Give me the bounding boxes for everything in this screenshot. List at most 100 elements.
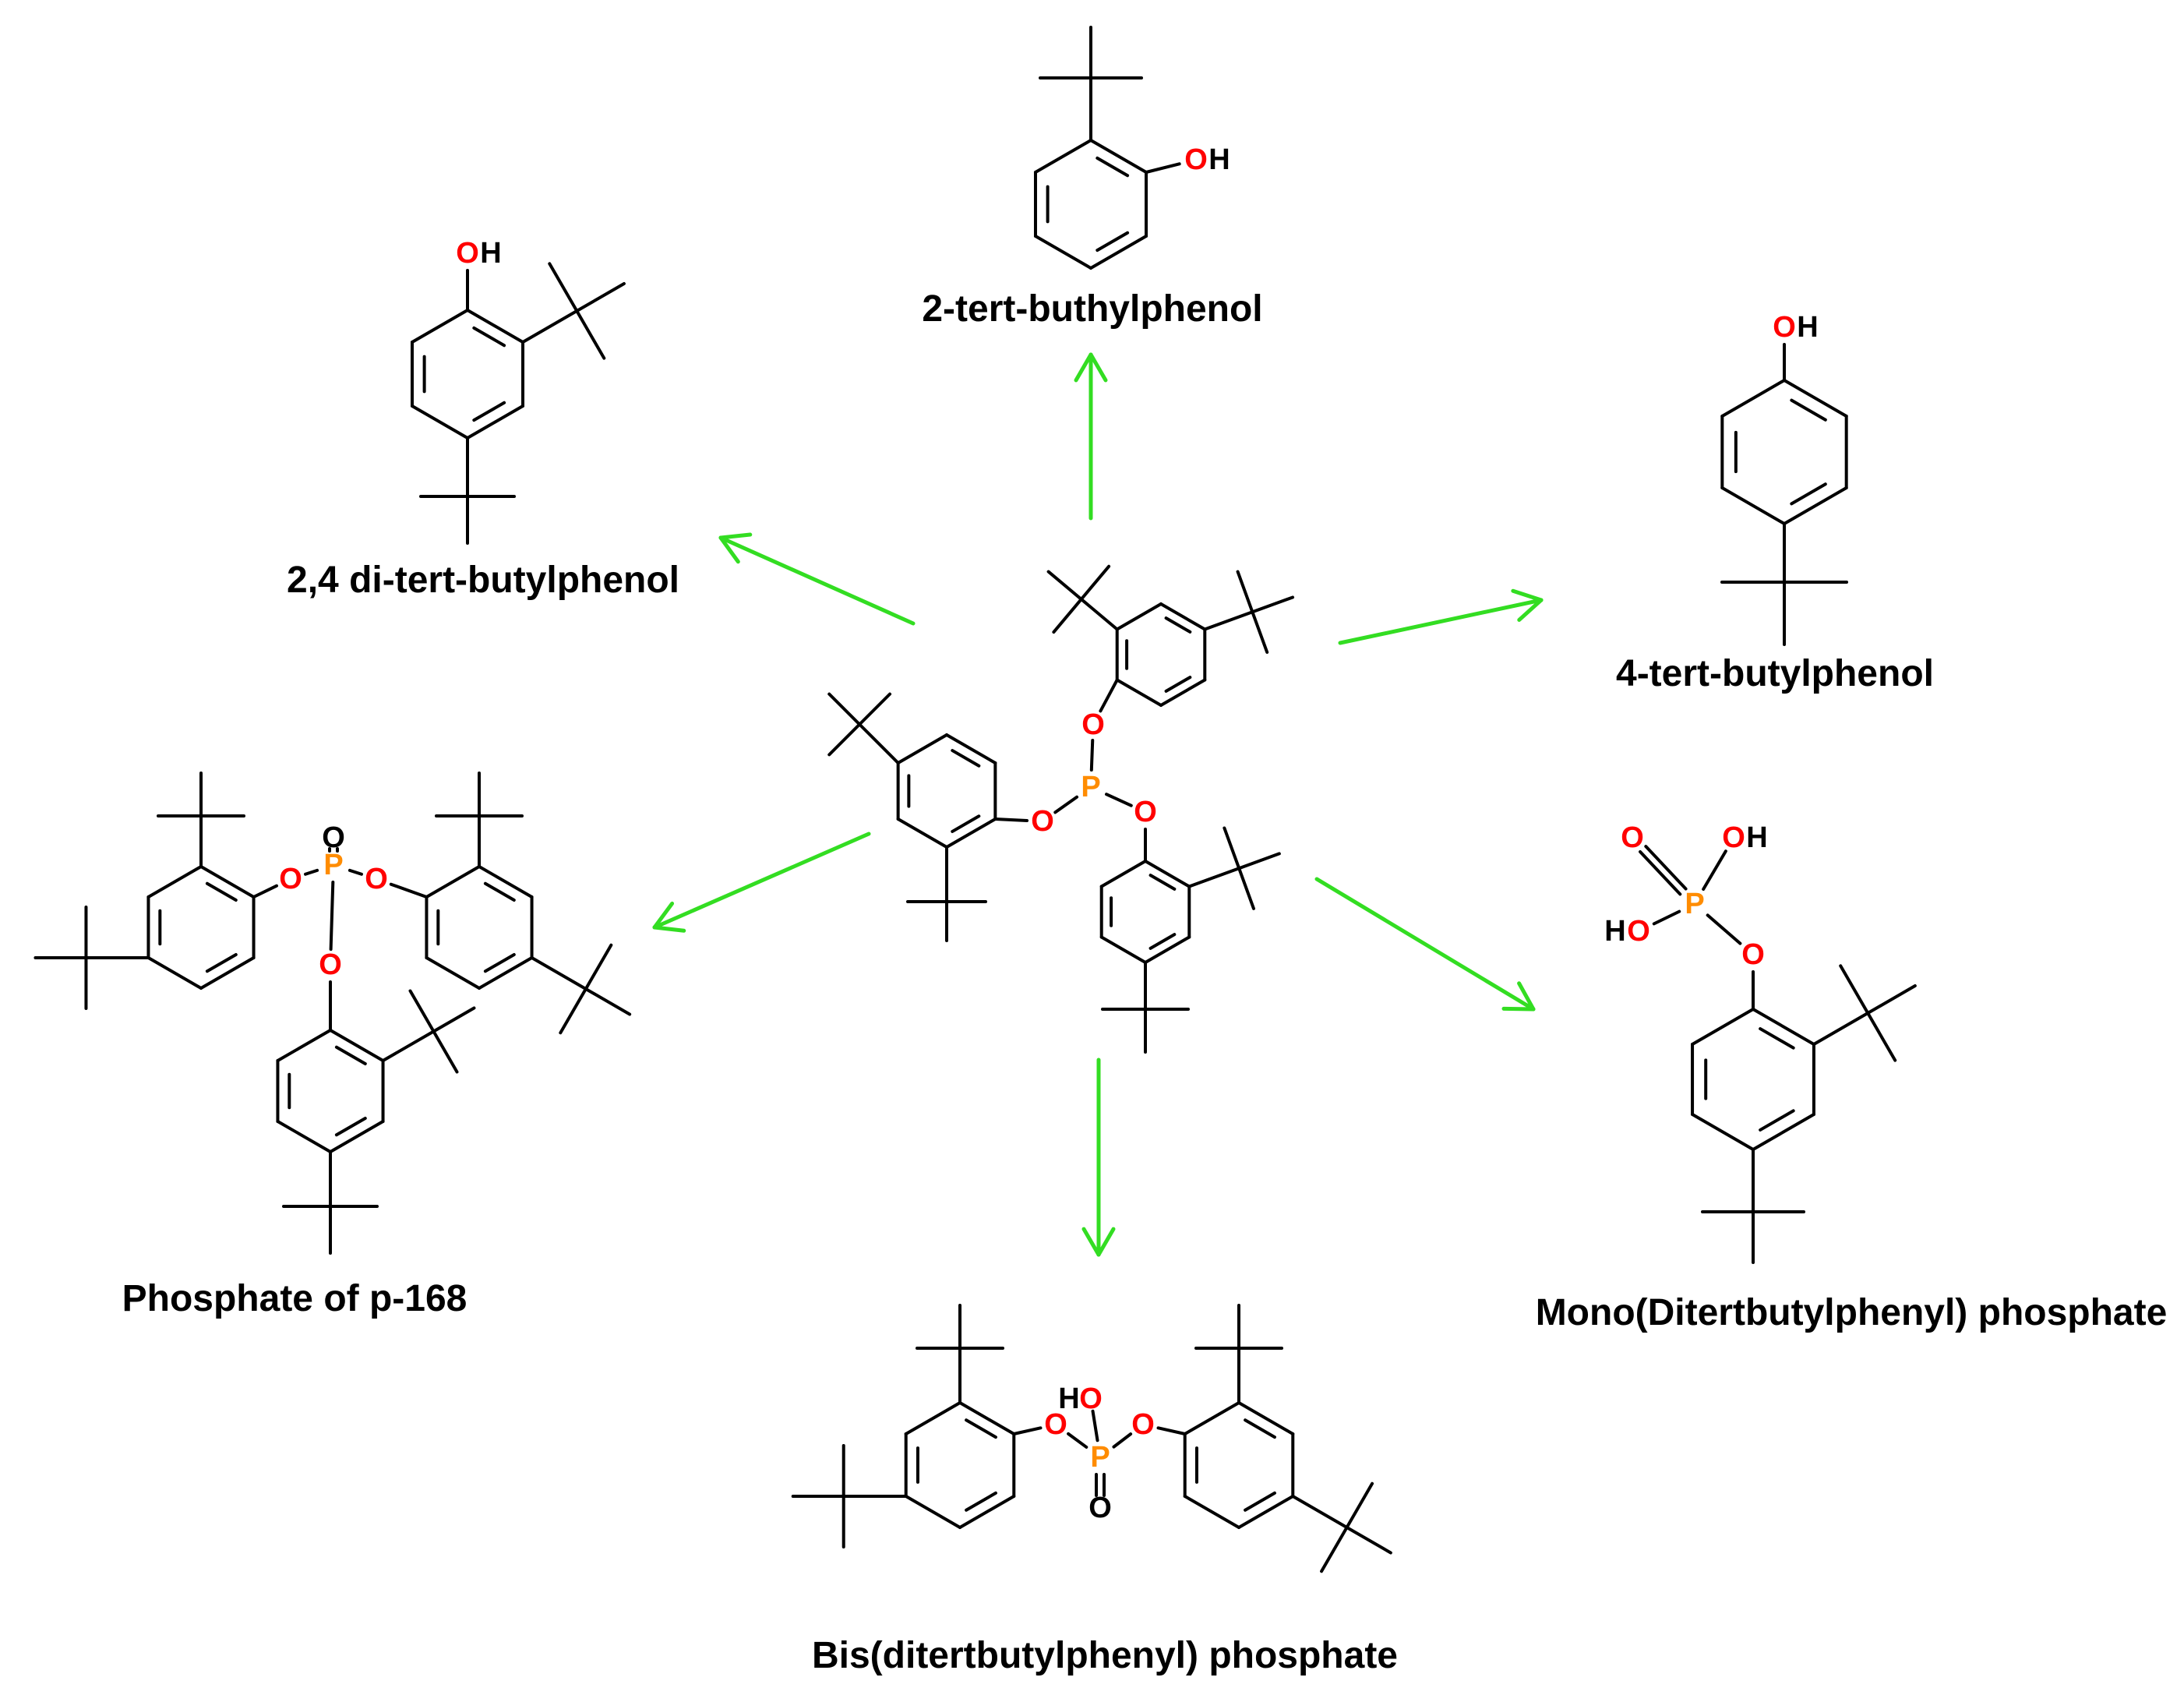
ring-bond (1159, 678, 1207, 707)
hydrogen-atom-label: H (1208, 143, 1230, 176)
reaction-arrow-shaft (718, 535, 916, 626)
ring-double-bond (205, 881, 238, 902)
bond-line (1112, 1432, 1133, 1449)
bond-line (1105, 793, 1133, 807)
tert-butyl-bond (521, 309, 579, 344)
reaction-arrow-head (1501, 1006, 1536, 1012)
bond-line (1156, 1426, 1187, 1435)
ring-bond (199, 865, 256, 899)
ring-bond (945, 817, 997, 849)
bond-line (1145, 162, 1181, 174)
reaction-arrow-shaft (652, 832, 871, 930)
hydroxyl-oxygen-atom-label: O (1079, 1382, 1103, 1415)
tert-butyl-methyl-bond (408, 989, 436, 1033)
bond-line (993, 817, 1029, 823)
tert-butyl-bond (1812, 1012, 1870, 1046)
ring-bond (1783, 379, 1848, 418)
bond-line (304, 868, 319, 876)
reaction-arrow-head (1096, 1227, 1116, 1257)
ring-bond (958, 1401, 1016, 1435)
tert-butyl-methyl-bond (584, 943, 613, 990)
oxygen-atom-label: O (279, 863, 302, 895)
tert-butyl-methyl-bond (1345, 1526, 1392, 1555)
ring-double-bond (1164, 676, 1192, 693)
ring-bond (410, 309, 469, 344)
ring-bond (146, 865, 203, 899)
oxygen-atom-label: O (365, 863, 388, 895)
ring-bond (1237, 1401, 1295, 1435)
ring-bond (1691, 1008, 1755, 1046)
oxygen-atom-label: O (1184, 143, 1208, 176)
tert-butyl-bond (1203, 610, 1254, 631)
reaction-arrow-head (1081, 1227, 1101, 1257)
tert-butyl-bond (1079, 597, 1119, 631)
tert-butyl-methyl-bond (575, 282, 626, 313)
bond-line (1012, 1426, 1043, 1435)
tert-butyl-methyl-bond (1237, 852, 1281, 870)
bond-line (1702, 849, 1727, 892)
ring-bond (1720, 379, 1786, 418)
reaction-arrow-head (1517, 981, 1536, 1012)
ring-bond (1783, 486, 1848, 525)
ring-double-bond (472, 401, 506, 422)
bond-line (389, 882, 429, 899)
ring-bond (1089, 139, 1148, 174)
bond-line (1099, 678, 1119, 713)
tert-butyl-methyl-bond (1839, 964, 1870, 1015)
bond-line (1053, 795, 1079, 814)
ring-double-bond (472, 326, 506, 348)
tert-butyl-methyl-bond (1223, 826, 1241, 870)
tert-butyl-methyl-bond (858, 692, 892, 726)
ring-bond (425, 865, 481, 899)
tert-butyl-methyl-bond (1251, 610, 1269, 654)
ring-bond (1033, 139, 1092, 174)
oxygen-atom-label: O (1741, 938, 1765, 971)
double-bond-line (1644, 845, 1688, 891)
reaction-arrow-head (718, 532, 753, 540)
ring-bond (466, 404, 525, 440)
hydrogen-atom-label: H (1746, 821, 1767, 854)
bond-line (329, 880, 335, 952)
phosphorus-atom-label: P (323, 849, 343, 881)
tert-butyl-bond (1291, 1495, 1349, 1529)
ring-double-bond (965, 1418, 997, 1439)
tert-butyl-methyl-bond (575, 309, 606, 360)
ring-bond (1720, 486, 1786, 525)
reaction-arrow-head (718, 535, 740, 564)
ring-double-bond (483, 952, 516, 973)
ring-double-bond (1759, 1027, 1795, 1050)
tert-butyl-methyl-bond (827, 722, 862, 757)
ring-bond (945, 733, 997, 764)
ring-double-bond (1790, 398, 1827, 422)
ring-double-bond (1148, 933, 1177, 950)
ring-bond (466, 309, 525, 344)
ring-bond (199, 956, 256, 990)
tert-butyl-methyl-bond (1320, 1526, 1349, 1573)
ring-double-bond (1096, 231, 1130, 252)
hydrogen-atom-label: H (1797, 311, 1818, 344)
oxygen-atom-label: O (1722, 821, 1745, 854)
ring-double-bond (1244, 1491, 1276, 1512)
ring-bond (896, 733, 948, 764)
reaction-arrow-head (1074, 352, 1093, 383)
ring-bond (958, 1495, 1016, 1529)
ring-double-bond (1759, 1109, 1795, 1132)
ring-double-bond (1096, 156, 1130, 178)
tert-butyl-methyl-bond (432, 1029, 459, 1074)
oxygen-atom-label: O (1081, 708, 1105, 741)
ring-bond (1144, 860, 1191, 888)
phosphorus-atom-label: P (1081, 771, 1100, 803)
ring-double-bond (1790, 482, 1827, 506)
caption-2-tert-buthylphenol: 2-tert-buthylphenol (922, 288, 1262, 330)
oxygen-atom-label: O (1773, 311, 1796, 344)
oxo-oxygen-atom-label: O (322, 821, 345, 854)
ring-bond (276, 1029, 332, 1062)
tert-butyl-methyl-bond (1251, 595, 1295, 614)
caption-mono-phosphate: Mono(Ditertbutylphenyl) phosphate (1536, 1292, 2168, 1333)
ring-bond (1099, 860, 1147, 888)
oxygen-atom-label: O (1134, 796, 1157, 828)
ring-bond (1752, 1008, 1815, 1046)
tert-butyl-bond (1187, 867, 1241, 888)
caption-phosphate-of-p-168: Phosphate of p-168 (122, 1278, 467, 1319)
